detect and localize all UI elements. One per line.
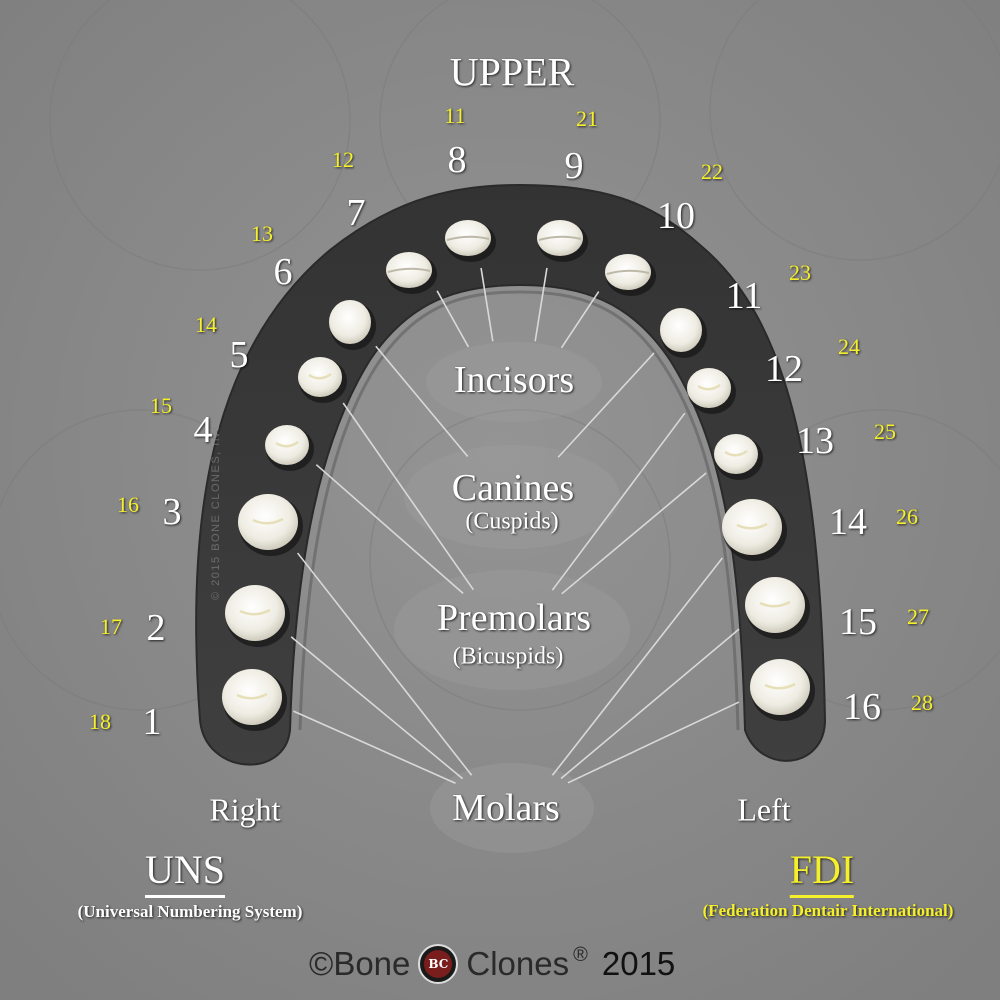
uns-number-15: 15: [839, 601, 877, 643]
label-canines: Canines: [451, 467, 575, 509]
leader-line-tooth-4: [315, 464, 464, 595]
leader-line-tooth-13: [561, 472, 707, 595]
uns-number-1: 1: [142, 701, 162, 743]
leader-line-tooth-12: [551, 412, 686, 591]
fdi-number-24: 24: [838, 334, 860, 359]
fdi-number-27: 27: [907, 604, 929, 629]
uns-number-9: 9: [564, 145, 584, 187]
footer-brand-suffix: Clones: [466, 945, 570, 982]
leader-line-tooth-9: [534, 267, 548, 342]
uns-number-16: 16: [843, 686, 881, 728]
label-premolars: Premolars: [436, 597, 592, 639]
fdi-number-25: 25: [874, 419, 896, 444]
leader-line-tooth-7: [436, 290, 470, 348]
tooth-6-canine[interactable]: [329, 300, 371, 344]
fdi-number-15: 15: [150, 393, 172, 418]
arch-title: UPPER: [449, 49, 575, 95]
uns-number-12: 12: [765, 348, 803, 390]
fdi-number-14: 14: [195, 312, 217, 337]
tooth-8-incisor[interactable]: [445, 220, 491, 256]
fdi-number-18: 18: [89, 709, 111, 734]
uns-abbreviation: UNS: [144, 846, 226, 898]
fdi-number-21: 21: [576, 106, 598, 131]
fdi-abbreviation: FDI: [789, 846, 855, 898]
uns-number-4: 4: [193, 409, 213, 451]
leader-line-tooth-11: [557, 352, 655, 458]
uns-number-11: 11: [725, 275, 763, 317]
molars-highlight: [430, 763, 594, 853]
label-incisors: Incisors: [453, 359, 575, 401]
uns-number-14: 14: [829, 501, 867, 543]
tooth-7-incisor[interactable]: [386, 252, 432, 288]
leader-line-tooth-15: [560, 628, 740, 780]
label-premolars-sub: (Bicuspids): [452, 643, 564, 670]
uns-number-6: 6: [273, 251, 293, 293]
uns-number-7: 7: [346, 192, 366, 234]
tooth-9-incisor[interactable]: [537, 220, 583, 256]
label-left-side: Left: [737, 791, 791, 828]
fdi-number-11: 11: [444, 103, 466, 128]
fdi-number-12: 12: [332, 147, 354, 172]
fdi-number-16: 16: [117, 492, 139, 517]
leader-line-tooth-1: [293, 710, 456, 784]
label-right-side: Right: [209, 791, 281, 828]
leader-line-tooth-3: [296, 552, 473, 776]
teeth: [222, 220, 815, 731]
footer-copyright-brand: ©Bone: [309, 945, 411, 982]
logo-initials: BC: [424, 950, 453, 978]
uns-number-10: 10: [657, 195, 695, 237]
uns-number-5: 5: [229, 334, 249, 376]
leader-line-tooth-2: [290, 636, 464, 780]
leader-line-tooth-6: [375, 345, 469, 458]
bone-clones-logo-icon: BC: [418, 944, 459, 984]
leader-line-tooth-8: [480, 267, 494, 342]
premolars-highlight: [394, 570, 630, 690]
label-canines-sub: (Cuspids): [465, 508, 559, 535]
registered-mark: ®: [573, 944, 588, 966]
label-molars: Molars: [452, 787, 560, 829]
fdi-number-23: 23: [789, 260, 811, 285]
uns-number-3: 3: [162, 491, 182, 533]
copyright-footer: ©Bone BC Clones ® 2015: [309, 942, 675, 986]
fdi-number-22: 22: [701, 159, 723, 184]
fdi-number-26: 26: [896, 504, 918, 529]
leader-line-tooth-14: [551, 557, 723, 776]
footer-year: 2015: [601, 945, 676, 982]
canines-highlight: [404, 445, 620, 549]
fdi-number-28: 28: [911, 690, 933, 715]
uns-number-8: 8: [447, 139, 467, 181]
leader-line-tooth-10: [560, 291, 600, 349]
leader-lines: [290, 267, 740, 784]
tooth-11-canine[interactable]: [660, 308, 702, 352]
uns-number-2: 2: [146, 607, 166, 649]
fdi-number-13: 13: [251, 221, 273, 246]
leader-line-tooth-16: [567, 701, 740, 784]
uns-number-13: 13: [796, 420, 834, 462]
uns-full-name: (Universal Numbering System): [77, 902, 303, 921]
fdi-number-17: 17: [100, 614, 122, 639]
incisors-highlight: [426, 342, 602, 422]
leader-line-tooth-5: [342, 402, 475, 591]
tooth-10-incisor[interactable]: [605, 254, 651, 290]
fdi-full-name: (Federation Dentair International): [702, 901, 954, 920]
